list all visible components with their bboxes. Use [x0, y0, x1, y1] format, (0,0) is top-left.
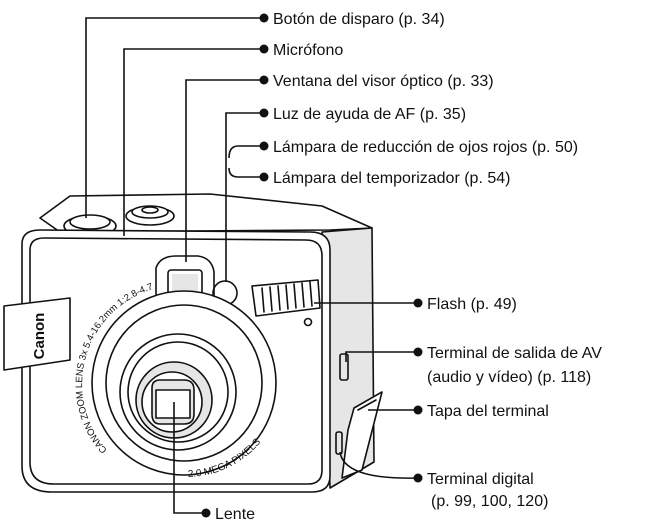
label-digital-terminal-line2: (p. 99, 100, 120)	[431, 493, 548, 510]
label-digital-terminal-line1: Terminal digital	[427, 471, 534, 488]
label-microphone: Micrófono	[273, 42, 343, 59]
av-terminal	[339, 353, 349, 381]
label-terminal-cover: Tapa del terminal	[427, 403, 549, 420]
label-af-assist-light: Luz de ayuda de AF (p. 35)	[273, 106, 466, 123]
callout-labels: Botón de disparo (p. 34) Micrófono Venta…	[215, 11, 602, 523]
label-flash: Flash (p. 49)	[427, 296, 517, 313]
lens-assembly	[91, 290, 277, 476]
label-viewfinder-window: Ventana del visor óptico (p. 33)	[273, 73, 494, 90]
label-red-eye-lamp: Lámpara de reducción de ojos rojos (p. 5…	[273, 139, 578, 156]
canon-logo-text: Canon	[31, 313, 48, 360]
camera-illustration: Canon	[3, 193, 383, 493]
label-av-terminal-line1: Terminal de salida de AV	[427, 345, 602, 362]
label-shutter-button: Botón de disparo (p. 34)	[273, 11, 445, 28]
terminal-cover	[341, 391, 383, 479]
callout-leaders	[85, 13, 423, 518]
digital-terminal	[335, 431, 343, 455]
flash-unit	[251, 279, 321, 317]
label-lens: Lente	[215, 506, 255, 523]
label-av-terminal-line2: (audio y vídeo) (p. 118)	[427, 369, 591, 386]
label-self-timer-lamp: Lámpara del temporizador (p. 54)	[273, 170, 510, 187]
